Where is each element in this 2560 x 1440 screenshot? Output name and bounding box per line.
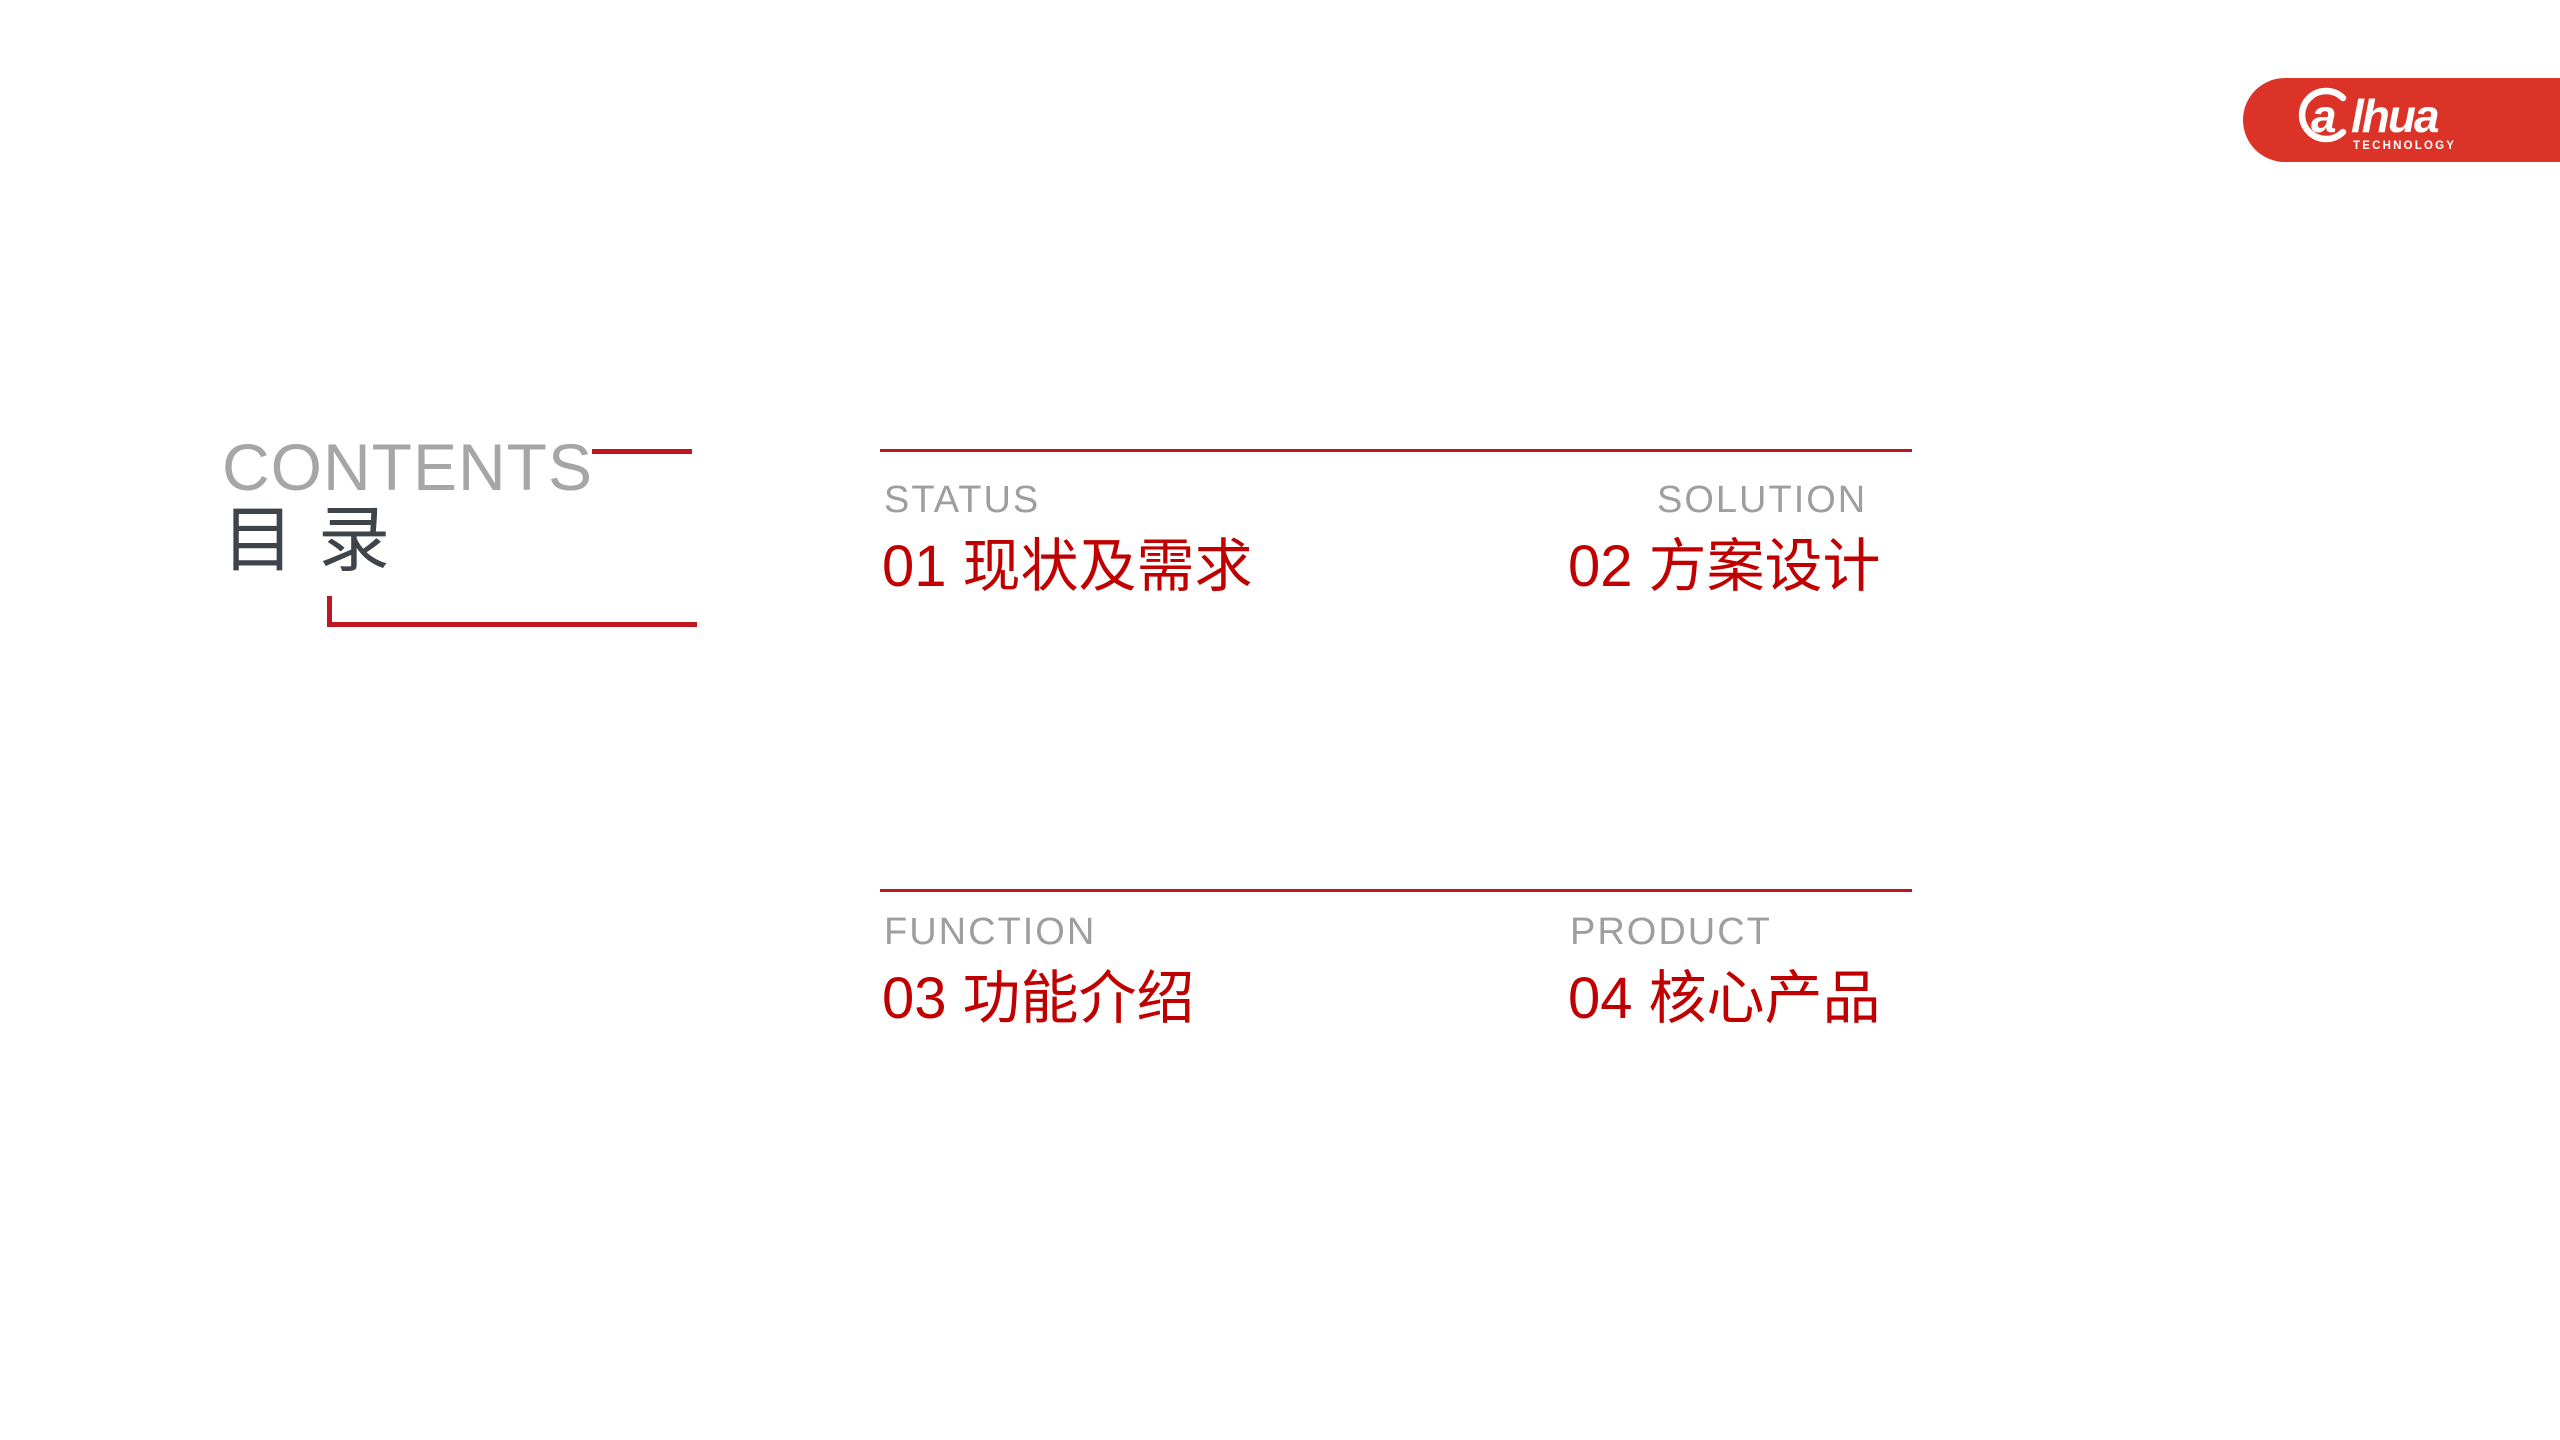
logo-technology-text: TECHNOLOGY <box>2353 140 2456 152</box>
toc-title-text: 功能介绍 <box>962 966 1195 1031</box>
toc-label-solution: SOLUTION <box>1657 479 1868 521</box>
toc-title-text: 方案设计 <box>1648 534 1881 599</box>
toc-number: 03 <box>882 966 947 1031</box>
toc-title-text: 现状及需求 <box>962 534 1253 599</box>
toc-number: 04 <box>1568 966 1633 1031</box>
logo-a-swirl-icon <box>2298 87 2347 143</box>
toc-label-product: PRODUCT <box>1570 911 1772 953</box>
toc-number: 01 <box>882 534 947 599</box>
dahua-logo: a lhua TECHNOLOGY <box>2243 78 2560 162</box>
toc-title-text: 核心产品 <box>1648 966 1881 1031</box>
toc-number: 02 <box>1568 534 1633 599</box>
title-accent-underline <box>327 596 697 627</box>
logo-brand-text: lhua <box>2351 90 2439 142</box>
logo-brand-first-letter: a <box>2311 90 2337 142</box>
toc-label-status: STATUS <box>884 479 1041 521</box>
page-title-en: CONTENTS <box>222 430 593 504</box>
toc-label-function: FUNCTION <box>884 911 1097 953</box>
section-divider-bottom <box>880 889 1912 892</box>
section-divider-top <box>880 449 1912 452</box>
title-accent-dash <box>592 449 692 454</box>
dahua-logo-graphic: a lhua TECHNOLOGY <box>2298 87 2456 152</box>
page-title-zh: 目 录 <box>222 501 393 581</box>
